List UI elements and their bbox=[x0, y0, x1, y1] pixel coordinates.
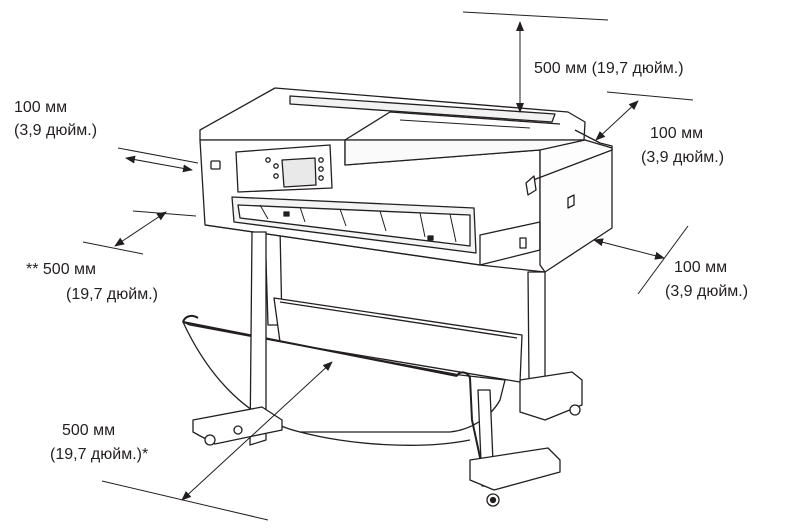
right-rear-clearance-inch: (3,9 дюйм.) bbox=[641, 149, 725, 166]
front-clearance-inch: (19,7 дюйм.) bbox=[66, 286, 158, 303]
bottom-clearance-mm: 500 мм bbox=[62, 422, 116, 439]
front-clearance-mm: ** 500 мм bbox=[26, 261, 97, 278]
control-panel bbox=[235, 144, 333, 193]
power-button-icon bbox=[210, 160, 221, 170]
paper-basket bbox=[182, 297, 523, 477]
stand-rear-foot bbox=[519, 371, 583, 421]
right-side-clearance-inch: (3,9 дюйм.) bbox=[665, 283, 749, 300]
clearance-dimension-lines bbox=[82, 11, 694, 521]
bottom-clearance-inch: (19,7 дюйм.)* bbox=[50, 446, 149, 463]
paper-output-slot bbox=[231, 196, 477, 254]
printer-illustration bbox=[182, 87, 613, 507]
top-clearance-label: 500 мм (19,7 дюйм.) bbox=[534, 60, 684, 77]
right-rear-clearance-mm: 100 мм bbox=[650, 125, 704, 142]
right-side-clearance-mm: 100 мм bbox=[674, 259, 728, 276]
left-clearance-mm: 100 мм bbox=[14, 99, 68, 116]
left-clearance-inch: (3,9 дюйм.) bbox=[14, 122, 98, 139]
printer-right-side bbox=[539, 139, 613, 273]
